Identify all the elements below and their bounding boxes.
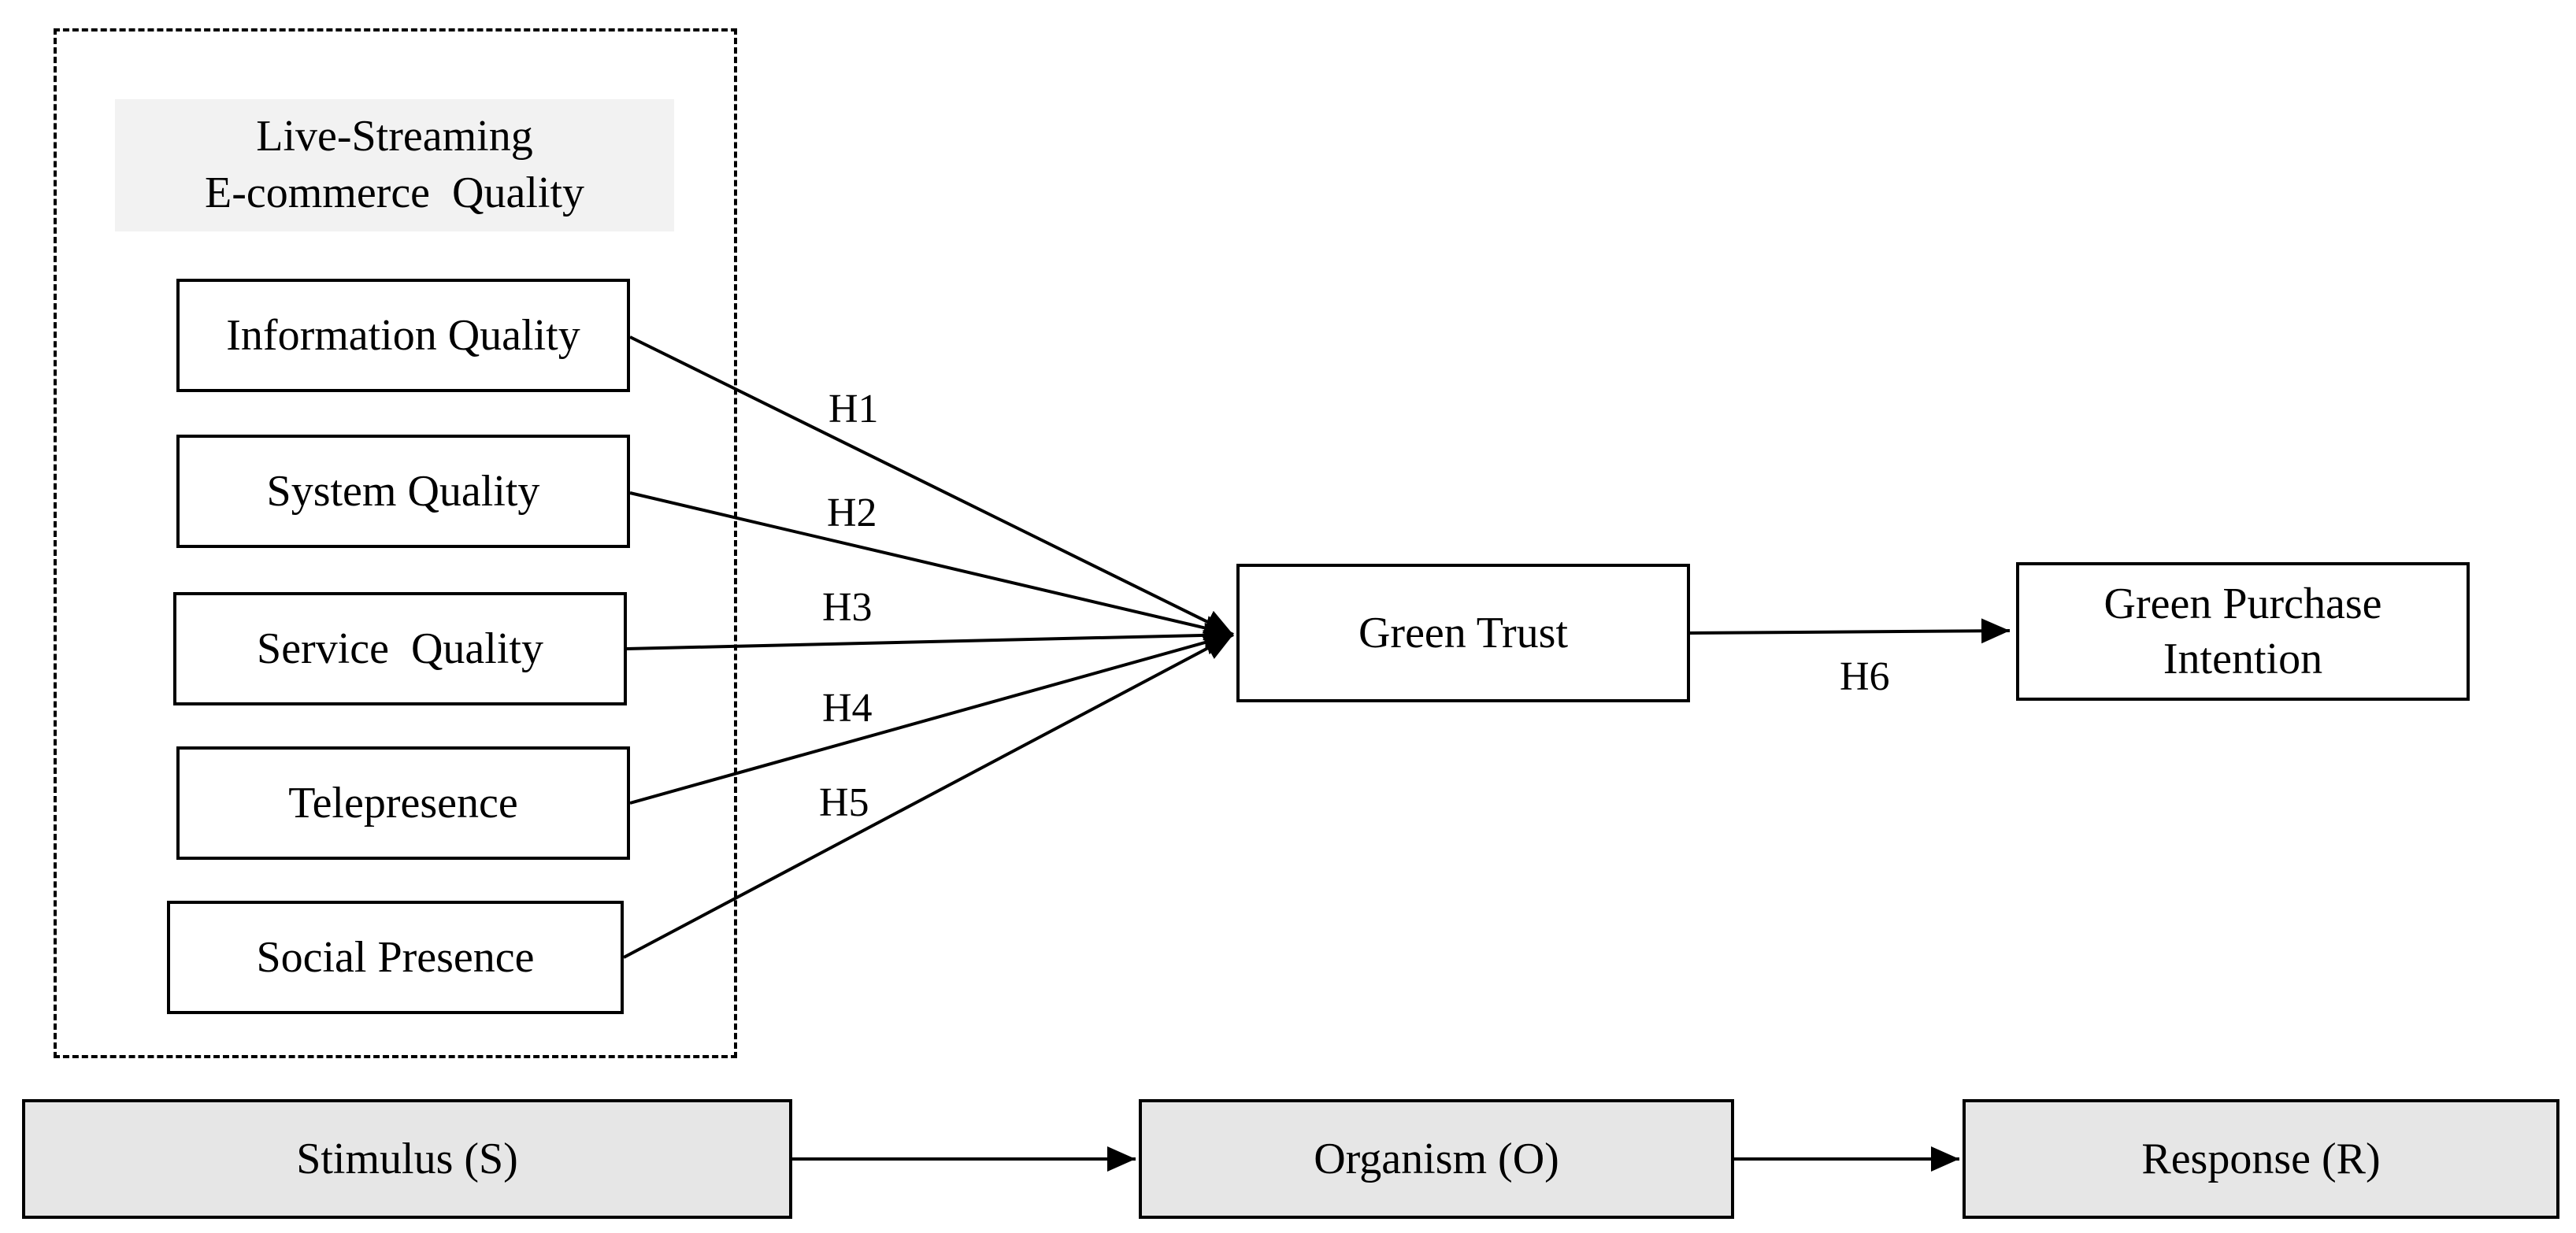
- path-h3: [626, 622, 1234, 650]
- social-presence-box: Social Presence: [167, 901, 624, 1014]
- path-h6: [1689, 618, 2011, 644]
- hypothesis-label-h2: H2: [827, 491, 877, 535]
- hypothesis-label-h3: H3: [822, 585, 873, 630]
- green-purchase-line1: Green Purchase: [2103, 579, 2382, 628]
- path-h1: [629, 335, 1234, 636]
- information-quality-box: Information Quality: [176, 279, 630, 392]
- telepresence-label: Telepresence: [288, 779, 518, 828]
- social-presence-label: Social Presence: [256, 933, 535, 982]
- path-h4: [629, 630, 1234, 805]
- green-purchase-intention-box: Green Purchase Intention: [2016, 562, 2470, 701]
- green-trust-box: Green Trust: [1236, 564, 1690, 702]
- telepresence-box: Telepresence: [176, 746, 630, 860]
- response-label: Response (R): [2141, 1135, 2381, 1183]
- organism-label: Organism (O): [1314, 1135, 1559, 1183]
- live-streaming-quality-group: [54, 28, 737, 1058]
- stimulus-label: Stimulus (S): [296, 1135, 518, 1183]
- service-quality-box: Service Quality: [173, 592, 627, 705]
- path-h2: [629, 491, 1234, 641]
- group-title-line2: E-commerce Quality: [204, 168, 584, 217]
- service-quality-label: Service Quality: [257, 624, 543, 673]
- hypothesis-label-h6: H6: [1840, 654, 1890, 699]
- green-trust-label: Green Trust: [1358, 609, 1569, 657]
- green-purchase-line2: Intention: [2163, 635, 2323, 683]
- system-quality-box: System Quality: [176, 435, 630, 548]
- hypothesis-label-h4: H4: [822, 686, 873, 731]
- hypothesis-label-h5: H5: [819, 780, 869, 825]
- response-box: Response (R): [1963, 1099, 2559, 1219]
- stimulus-box: Stimulus (S): [22, 1099, 792, 1219]
- information-quality-label: Information Quality: [226, 311, 580, 360]
- organism-box: Organism (O): [1139, 1099, 1734, 1219]
- path-h5: [623, 633, 1234, 959]
- hypothesis-label-h1: H1: [828, 387, 879, 431]
- group-title-line1: Live-Streaming: [256, 112, 533, 161]
- system-quality-label: System Quality: [266, 467, 540, 516]
- group-title: Live-Streaming E-commerce Quality: [115, 99, 674, 231]
